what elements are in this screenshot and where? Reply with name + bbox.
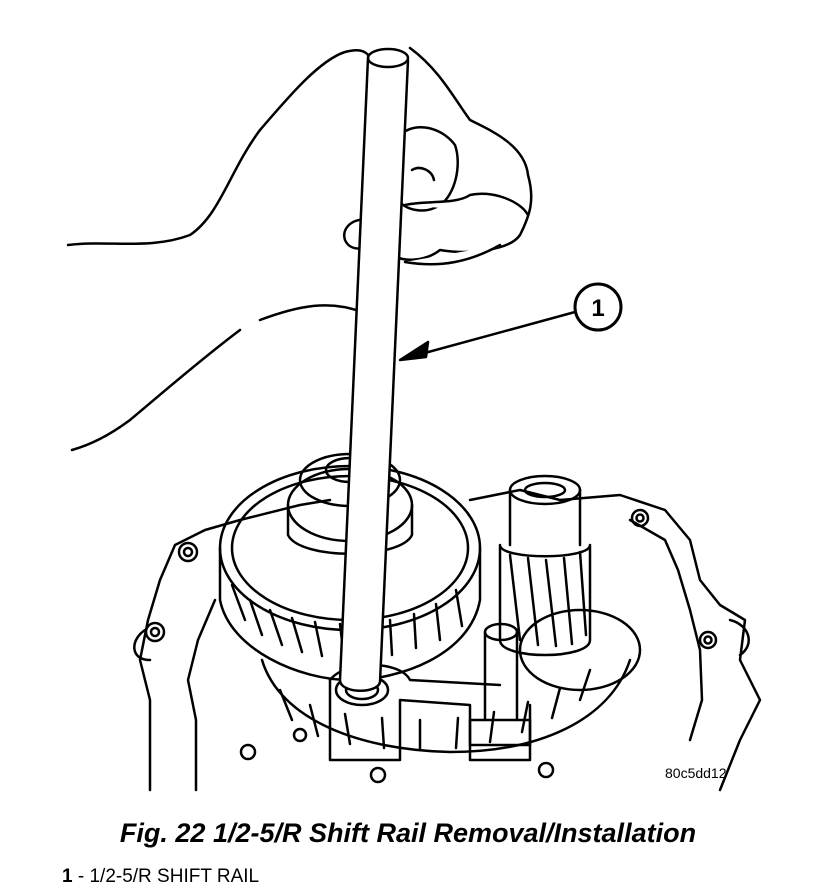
transmission-case <box>133 488 762 792</box>
technical-illustration: 1 <box>66 46 762 792</box>
callout-number: 1 <box>591 295 604 322</box>
lower-gear <box>260 608 642 754</box>
legend-item-number: 1 <box>62 866 73 887</box>
shift-rail <box>338 47 410 692</box>
legend-item: 1 - 1/2-5/R SHIFT RAIL <box>62 866 259 888</box>
pinion-gear <box>498 474 592 657</box>
bolt-bosses <box>144 508 718 784</box>
figure-caption: Fig. 22 1/2-5/R Shift Rail Removal/Insta… <box>119 818 697 848</box>
hand <box>66 46 533 452</box>
legend-item-separator: - <box>72 866 90 887</box>
figure-reference-code: 80c5dd12 <box>665 765 727 781</box>
legend: 1 - 1/2-5/R SHIFT RAIL <box>62 866 259 888</box>
callout-1: 1 <box>573 282 623 332</box>
callout-leader <box>398 310 577 362</box>
legend-item-text: 1/2-5/R SHIFT RAIL <box>89 866 260 887</box>
